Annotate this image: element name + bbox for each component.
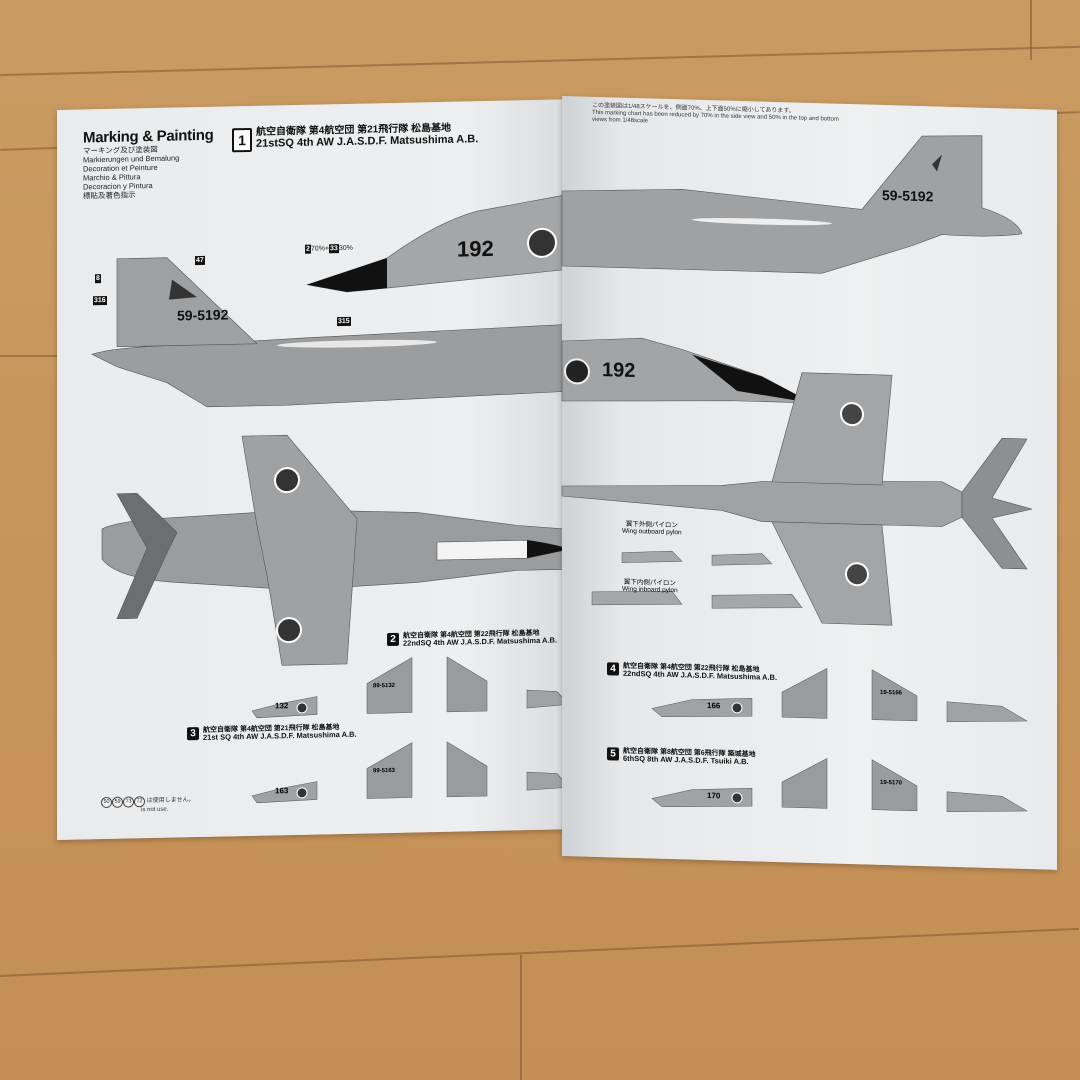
floor-plank-seam xyxy=(0,45,1080,77)
floor-plank-seam xyxy=(0,355,60,357)
scheme-number-badge: 3 xyxy=(187,727,199,741)
outboard-pylon-label: 翼下外側パイロン Wing outboard pylon xyxy=(622,520,682,537)
aircraft-side-view-left xyxy=(91,193,571,804)
floor-plank-seam xyxy=(1030,0,1032,60)
callout-47: 47 xyxy=(195,255,205,266)
color-mix-label: 270%+3330% xyxy=(305,244,353,254)
callout-315: 315 xyxy=(337,316,351,327)
scheme4-nose-number: 166 xyxy=(707,701,721,711)
callout-8: 8 xyxy=(95,274,101,284)
right-page: この塗装図は1/48スケールを、側面70%、上下面50%に縮小してあります。 T… xyxy=(561,96,1057,870)
floor-plank-seam xyxy=(520,955,522,1080)
scheme3-nose-number: 163 xyxy=(275,786,289,796)
callout-316: 316 xyxy=(93,295,107,306)
scheme-number-badge: 2 xyxy=(387,632,399,647)
scheme2-tail-code: 89-5132 xyxy=(373,682,396,690)
scheme3-profiles xyxy=(251,741,570,804)
left-page: Marking & Painting マーキング及び塗装図 Markierung… xyxy=(57,99,571,840)
scheme-number-badge: 4 xyxy=(607,662,619,676)
tail-code-right: 59-5192 xyxy=(882,186,934,205)
scheme5-nose-number: 170 xyxy=(707,791,721,801)
inboard-pylon-label: 翼下内側パイロン Wing inboard pylon xyxy=(622,578,678,595)
scheme5-tail-code: 19-5170 xyxy=(880,779,903,787)
aircraft-views-right xyxy=(561,135,1033,813)
nose-number-lower: 192 xyxy=(602,359,636,383)
floor-plank-seam xyxy=(0,927,1080,977)
nose-number-upper: 192 xyxy=(457,235,494,262)
scheme3-tail-code: 99-5163 xyxy=(373,767,396,775)
scheme-number-badge: 5 xyxy=(607,747,619,761)
tail-code-left: 59-5192 xyxy=(177,306,229,324)
scheme4-tail-code: 19-5166 xyxy=(880,689,903,697)
scheme2-nose-number: 132 xyxy=(275,701,289,711)
scheme2-profiles xyxy=(251,656,570,719)
